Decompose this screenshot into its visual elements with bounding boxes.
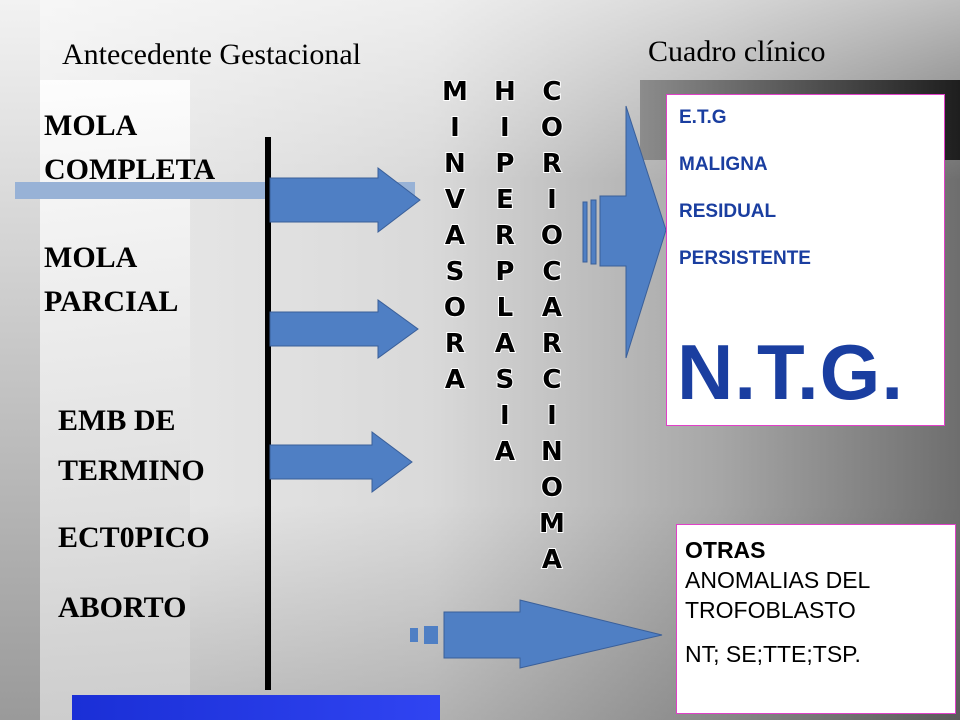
letter: A — [541, 292, 563, 324]
letter: S — [445, 256, 466, 288]
vertical-word-invasora: M I N V A S O R A — [441, 74, 469, 398]
letter: P — [494, 148, 515, 180]
letter: I — [499, 400, 511, 432]
letter: P — [494, 256, 515, 288]
clinical-item-etg: E.T.G — [679, 107, 727, 128]
letter: A — [541, 544, 563, 576]
arrow-emb-termino — [269, 431, 413, 493]
letter: A — [494, 436, 516, 468]
label-emb-termino-line1: EMB DE — [58, 404, 176, 437]
clinical-box: E.T.G MALIGNA RESIDUAL PERSISTENTE N.T.G… — [666, 94, 945, 426]
vertical-word-coriocarcinoma: C O R I O C A R C I N O M A — [538, 74, 566, 578]
letter: A — [444, 364, 466, 396]
letter: N — [540, 436, 564, 468]
letter: N — [443, 148, 467, 180]
big-arrow-clinical — [599, 105, 667, 359]
letter: C — [541, 364, 562, 396]
clinical-item-residual: RESIDUAL — [679, 201, 777, 222]
clinical-item-maligna: MALIGNA — [679, 154, 768, 175]
bottom-blue-bar — [72, 695, 440, 720]
label-emb-termino-line2: TERMINO — [58, 454, 205, 487]
other-title: OTRAS — [685, 537, 766, 563]
vertical-word-hiperplasia: H I P E R P L A S I A — [493, 74, 517, 470]
letter: I — [449, 112, 461, 144]
letter: A — [444, 220, 466, 252]
timeline-vertical-line — [265, 137, 271, 690]
letter: E — [495, 184, 515, 216]
other-line-2: TROFOBLASTO — [685, 597, 856, 623]
letter: R — [541, 148, 563, 180]
header-antecedente: Antecedente Gestacional — [62, 38, 362, 71]
letter: O — [443, 292, 467, 324]
letter: C — [541, 256, 562, 288]
arrow-mola-completa — [269, 166, 421, 234]
other-line-1: ANOMALIAS DEL — [685, 567, 871, 593]
letter: I — [546, 400, 558, 432]
letter: O — [540, 220, 564, 252]
big-arrow-bar-1 — [582, 201, 588, 263]
letter: V — [444, 184, 466, 216]
other-anomalies-box: OTRAS ANOMALIAS DEL TROFOBLASTO NT; SE;T… — [676, 524, 956, 714]
label-mola-parcial: MOLA PARCIAL — [44, 236, 178, 324]
label-ectopico: ECT0PICO — [58, 521, 210, 554]
letter: I — [546, 184, 558, 216]
label-aborto: ABORTO — [58, 591, 187, 624]
header-cuadro-clinico: Cuadro clínico — [648, 35, 826, 68]
letter: R — [541, 328, 563, 360]
label-mola-completa-line2: COMPLETA — [44, 153, 216, 186]
arrow-dash-1 — [410, 628, 418, 642]
letter: I — [499, 112, 511, 144]
clinical-item-persistente: PERSISTENTE — [679, 248, 811, 269]
label-mola-completa: MOLA COMPLETA — [44, 104, 215, 192]
letter: M — [538, 508, 566, 540]
letter: R — [494, 220, 516, 252]
arrow-mola-parcial — [269, 299, 419, 359]
big-arrow-bar-2 — [590, 199, 597, 265]
arrow-otras — [443, 599, 663, 669]
label-emb-termino: EMB DE TERMINO — [58, 396, 205, 496]
letter: O — [540, 472, 564, 504]
letter: S — [495, 364, 516, 396]
left-decor-strip — [0, 0, 40, 720]
letter: C — [541, 76, 562, 108]
label-mola-completa-line1: MOLA — [44, 109, 138, 142]
label-mola-parcial-line2: PARCIAL — [44, 285, 179, 318]
letter: M — [441, 76, 469, 108]
letter: A — [494, 328, 516, 360]
label-mola-parcial-line1: MOLA — [44, 241, 138, 274]
other-codes: NT; SE;TTE;TSP. — [685, 641, 861, 667]
ntg-big-text: N.T.G. — [677, 328, 905, 416]
letter: R — [444, 328, 466, 360]
arrow-dash-2 — [424, 626, 438, 644]
letter: L — [496, 292, 515, 324]
letter: O — [540, 112, 564, 144]
letter: H — [493, 76, 517, 108]
